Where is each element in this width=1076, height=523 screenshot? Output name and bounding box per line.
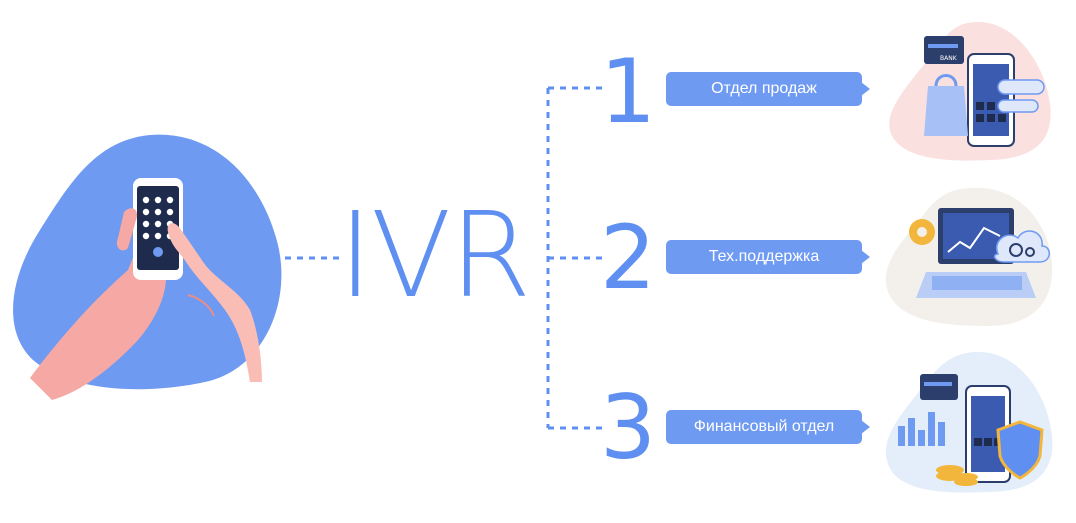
hand-dialing-phone-icon bbox=[13, 134, 282, 400]
finance-chart-coins-shield-icon bbox=[885, 351, 1053, 493]
branch-number-1: 1 bbox=[600, 40, 656, 143]
bank-card-label: BANK bbox=[940, 55, 958, 62]
branch-label-sales: Отдел продаж bbox=[666, 72, 870, 106]
laptop-gears-cloud-icon bbox=[885, 187, 1053, 326]
branch-number-2: 2 bbox=[600, 206, 656, 309]
shopping-bag-card-phone-icon: BANK bbox=[889, 21, 1051, 161]
branch-label-finance: Финансовый отдел bbox=[666, 410, 870, 444]
branch-number-3: 3 bbox=[600, 376, 656, 479]
branch-label-support: Тех.поддержка bbox=[666, 240, 870, 274]
ivr-title: IVR bbox=[338, 186, 532, 324]
